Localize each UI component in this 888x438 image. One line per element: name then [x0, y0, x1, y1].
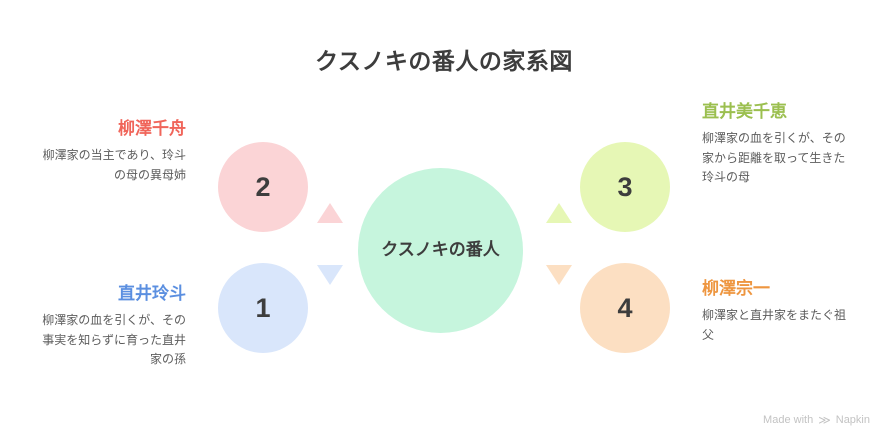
napkin-watermark: Made with ≫ Napkin: [763, 414, 870, 426]
label-title-node-2: 柳澤千舟: [118, 119, 186, 138]
triangle-up-icon-node-2: [317, 203, 343, 223]
node-circle-4[interactable]: 4: [580, 263, 670, 353]
label-block-node-1: 直井玲斗 柳澤家の血を引くが、その事実を知らずに育った直井家の孫: [34, 283, 186, 370]
page-title: クスノキの番人の家系図: [315, 48, 573, 74]
label-title-node-3: 直井美千恵: [702, 102, 787, 121]
node-circle-1[interactable]: 1: [218, 263, 308, 353]
center-circle[interactable]: クスノキの番人: [358, 168, 523, 333]
label-block-node-4: 柳澤宗一 柳澤家と直井家をまたぐ祖父: [702, 278, 854, 345]
node-number-3: 3: [617, 171, 633, 202]
label-description-node-3: 柳澤家の血を引くが、その家から距離を取って生きた玲斗の母: [702, 131, 846, 185]
node-circle-2[interactable]: 2: [218, 142, 308, 232]
watermark-text: Made with: [763, 414, 814, 426]
label-title-node-1: 直井玲斗: [118, 284, 186, 303]
label-description-node-4: 柳澤家と直井家をまたぐ祖父: [702, 308, 847, 342]
node-number-4: 4: [617, 292, 633, 323]
label-block-node-2: 柳澤千舟 柳澤家の当主であり、玲斗の母の異母姉: [34, 118, 186, 185]
label-description-node-2: 柳澤家の当主であり、玲斗の母の異母姉: [42, 148, 186, 182]
label-title-node-4: 柳澤宗一: [702, 279, 770, 298]
triangle-down-icon-node-1: [317, 265, 343, 285]
label-description-node-1: 柳澤家の血を引くが、その事実を知らずに育った直井家の孫: [42, 313, 186, 367]
watermark-brand: Napkin: [835, 414, 870, 426]
napkin-logo-icon: ≫: [818, 413, 831, 427]
triangle-down-icon-node-4: [546, 265, 572, 285]
label-block-node-3: 直井美千恵 柳澤家の血を引くが、その家から距離を取って生きた玲斗の母: [702, 101, 854, 188]
node-number-1: 1: [255, 292, 271, 323]
triangle-up-icon-node-3: [546, 203, 572, 223]
center-label: クスノキの番人: [381, 240, 500, 260]
node-circle-3[interactable]: 3: [580, 142, 670, 232]
node-number-2: 2: [255, 171, 271, 202]
